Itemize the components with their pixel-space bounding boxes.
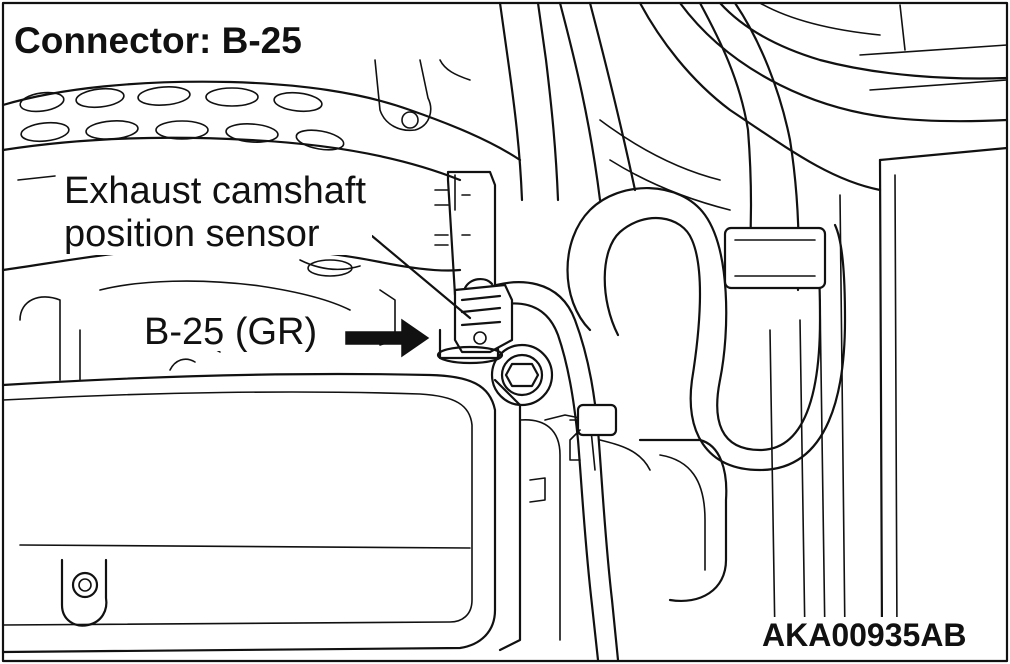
connector-label: B-25 (GR) [140, 313, 322, 351]
coolant-hose-loop [566, 187, 847, 472]
connector-b25 [436, 278, 514, 365]
mounting-bolt [490, 343, 554, 407]
connector-title: Connector: B-25 [10, 20, 308, 61]
firewall-panel [769, 4, 1009, 642]
component-label: Exhaust camshaft position sensor [58, 170, 373, 256]
hose-clamp [723, 226, 827, 290]
sensor-harness [478, 281, 620, 662]
leader-line [370, 234, 472, 320]
pointer-arrow-icon [345, 318, 430, 358]
cylinder-head-cover [1, 59, 522, 182]
component-label-line1: Exhaust camshaft [64, 170, 367, 212]
label-tick [17, 175, 56, 181]
harness-clip [576, 403, 618, 437]
figure-code: AKA00935AB [758, 617, 971, 653]
component-label-line2: position sensor [64, 212, 320, 255]
cover-plate [1, 372, 497, 654]
sensor-bracket [434, 170, 497, 297]
